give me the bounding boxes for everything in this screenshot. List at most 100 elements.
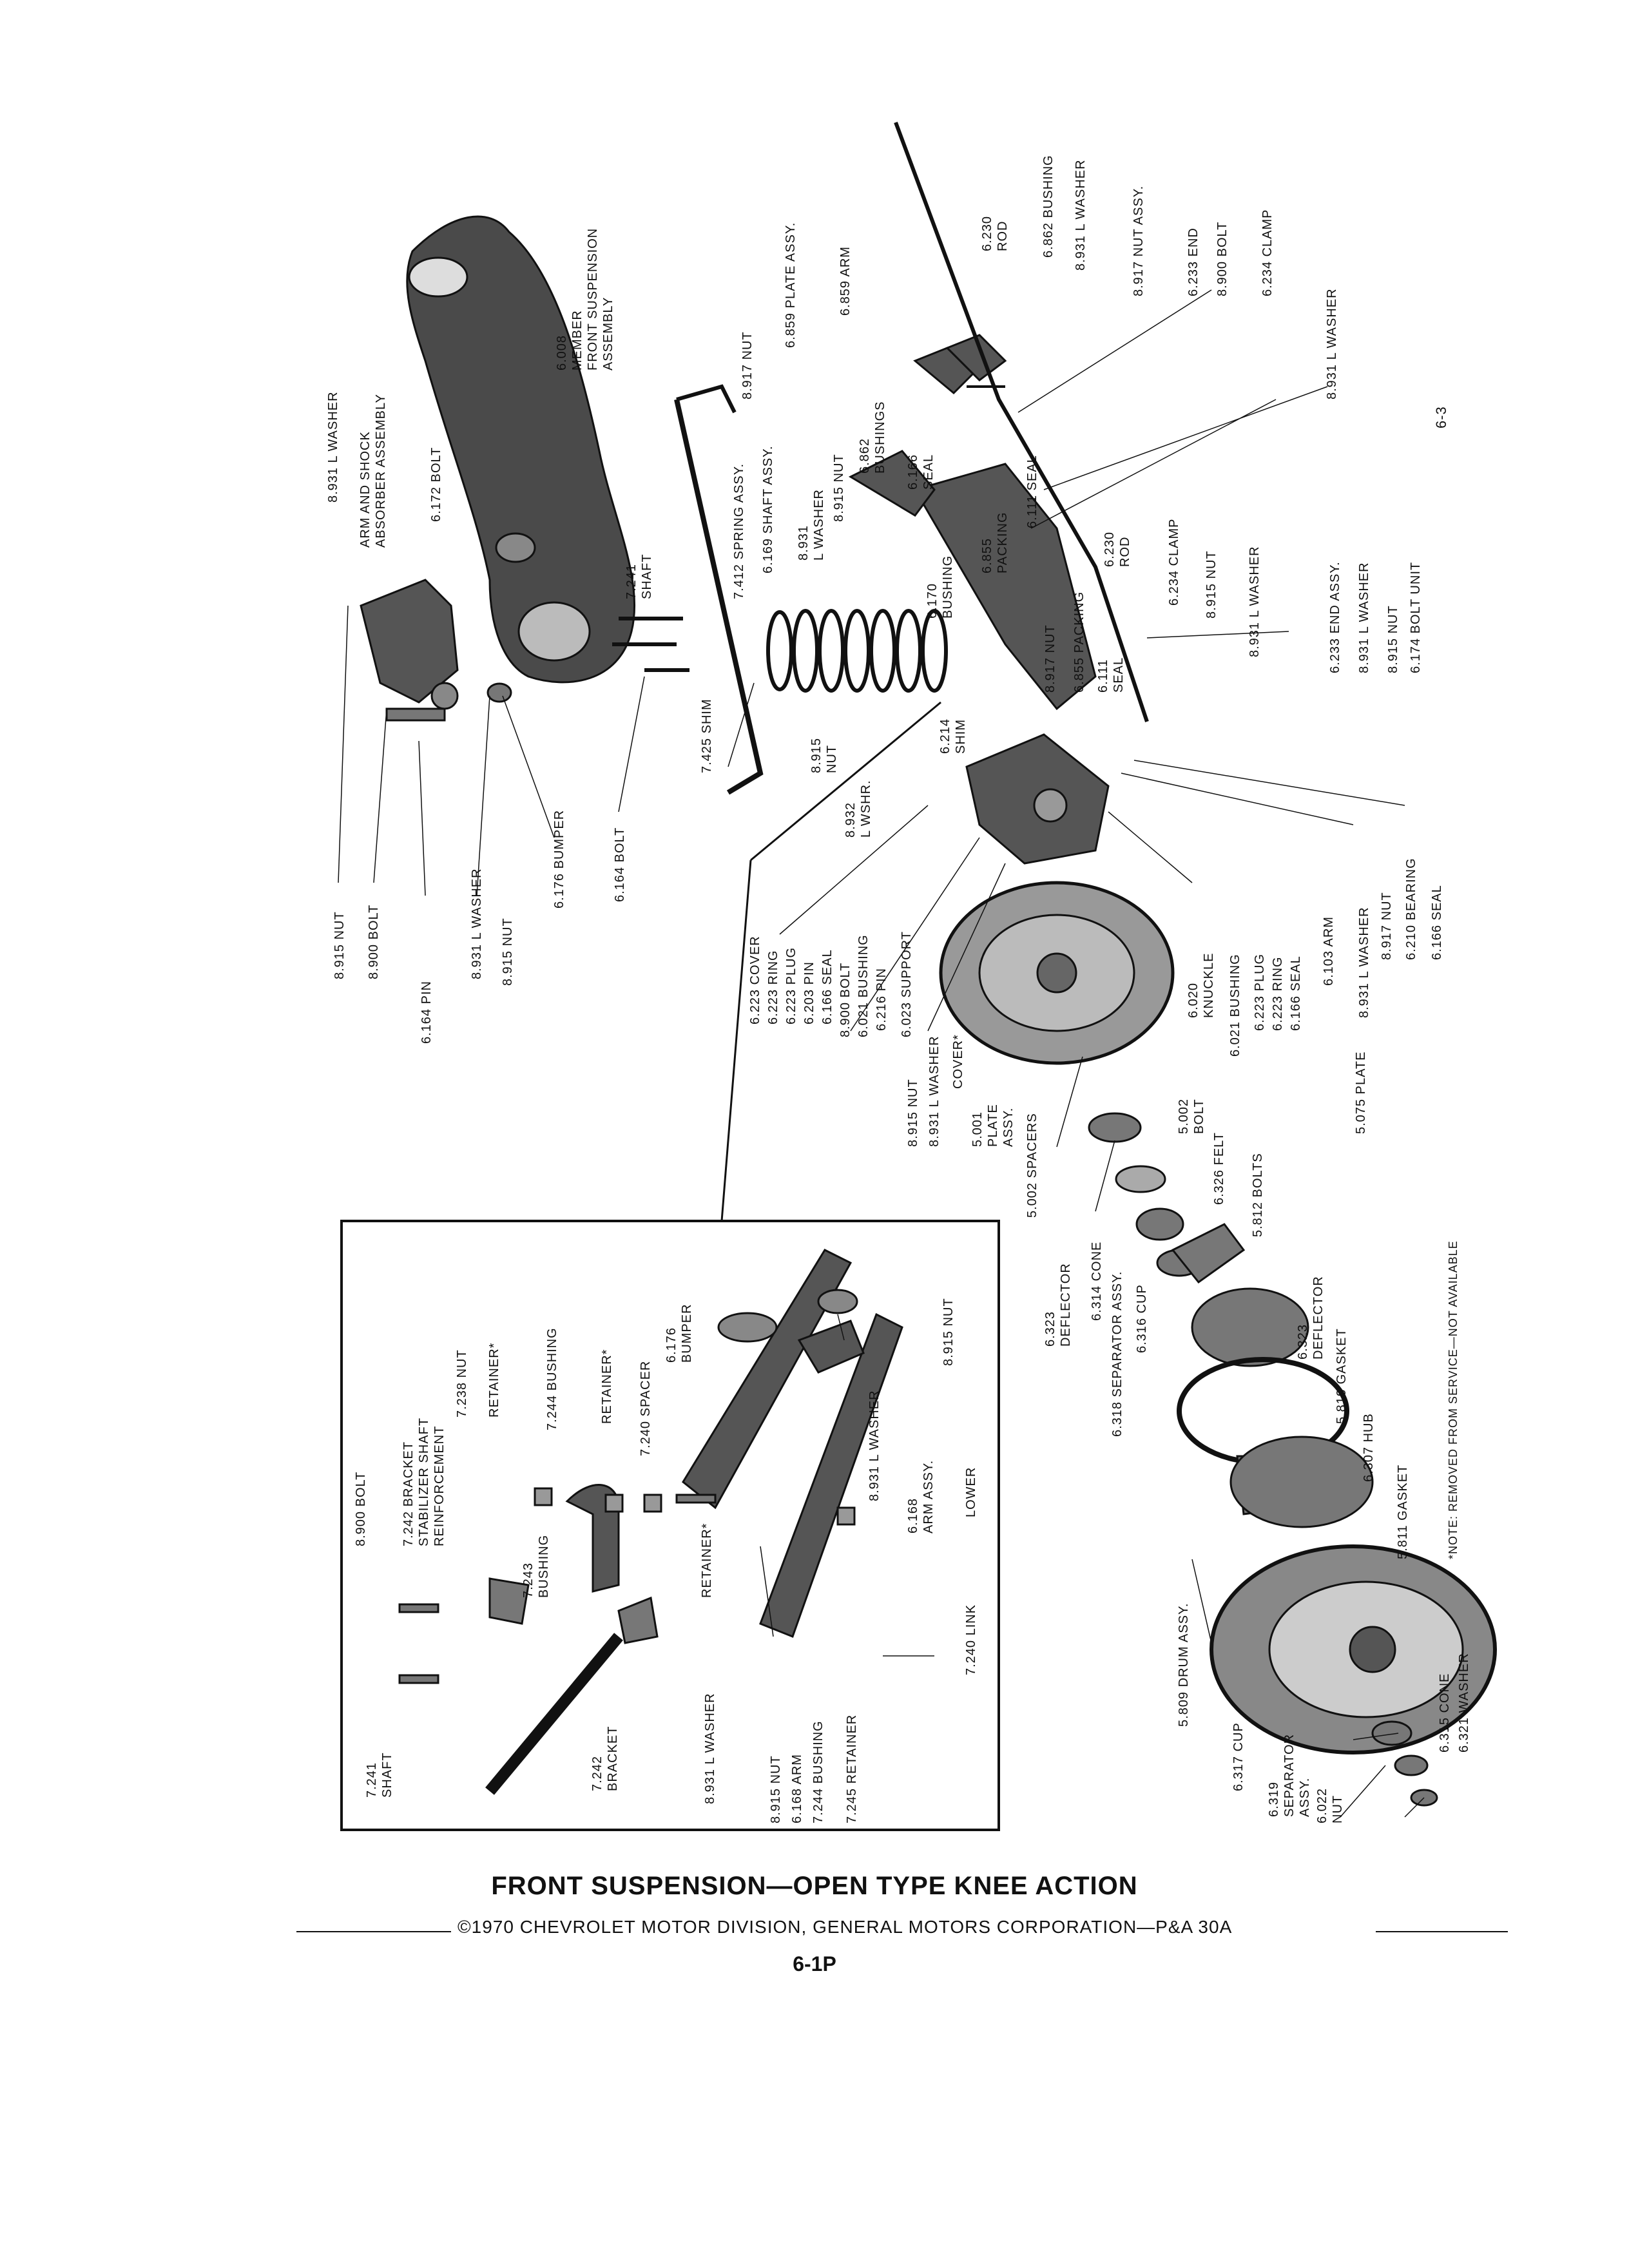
upper-arm-drawing	[848, 334, 1097, 711]
callout-8-900-bolt-a: 8.900 BOLT	[367, 904, 381, 979]
callout-8-917-nut-c: 8.917 NUT	[1380, 892, 1394, 960]
callout-6-223-ring-a: 6.223 RING	[766, 950, 780, 1024]
callout-8-931-l-washer: 8.931 L WASHER	[326, 391, 340, 503]
callout-8-915-nut-b: 8.915 NUT	[501, 918, 515, 986]
tie-rod-drawing	[894, 121, 1149, 722]
callout-8-931-l-washer-f: 8.931 L WASHER	[1248, 546, 1262, 657]
inset-callout-7-243-bushing: 7.243 BUSHING	[521, 1534, 551, 1598]
backing-plate-drawing	[939, 881, 1175, 1065]
callout-6-223-ring-b: 6.223 RING	[1271, 956, 1285, 1031]
callout-8-915-nut-e: 8.915 NUT	[1386, 605, 1400, 673]
inset-callout-retainer-a: RETAINER*	[487, 1342, 501, 1418]
callout-5-001-plate-assy: 5.001 PLATE ASSY.	[970, 1104, 1016, 1147]
callout-8-917-nut-b: 8.917 NUT	[1043, 624, 1057, 693]
callout-5-075-plate: 5.075 PLATE	[1354, 1051, 1368, 1134]
callout-7-241-shaft: 7.241 SHAFT	[624, 553, 654, 599]
callout-8-915-nut-a: 8.915 NUT	[333, 911, 347, 979]
callout-8-915-nut-f: 8.915 NUT	[809, 737, 839, 773]
callout-8-915-nut-d: 8.915 NUT	[1204, 550, 1219, 619]
inset-callout-8-931-l-washer: 8.931 L WASHER	[867, 1390, 882, 1501]
inset-callout-retainer-c: RETAINER*	[700, 1523, 714, 1598]
inset-bolts-drawing	[398, 1494, 717, 1684]
inset-callout-7-245-retainer: 7.245 RETAINER	[845, 1714, 859, 1823]
callout-6-111-seal-a: 6.111 SEAL	[1025, 455, 1039, 528]
callout-6-234-clamp-b: 6.234 CLAMP	[1167, 518, 1181, 606]
callout-8-931-l-washer-d: 8.931 L WASHER	[1074, 159, 1088, 271]
inset-callout-6-168-arm-assy: 6.168 ARM ASSY.	[906, 1459, 936, 1533]
inset-callout-8-915-nut: 8.915 NUT	[941, 1298, 956, 1366]
outer-bearing-drawing	[1371, 1720, 1438, 1807]
callout-8-931-l-washer-g: 8.931 L WASHER	[1357, 562, 1371, 673]
inset-callout-8-931-l-washer-b: 8.931 L WASHER	[703, 1693, 717, 1804]
inset-callout-7-241-shaft: 7.241 SHAFT	[365, 1752, 394, 1798]
callout-6-321-washer: 6.321 WASHER	[1457, 1653, 1471, 1753]
inset-callout-7-242-bracket: 7.242 BRACKET	[590, 1725, 620, 1791]
coil-spring-drawing	[766, 609, 948, 693]
stabilizer-shaft-drawing	[674, 399, 764, 795]
callout-6-169-shaft-assy: 6.169 SHAFT ASSY.	[761, 445, 775, 573]
inset-connector-line-2	[750, 701, 941, 861]
inset-callout-8-915-nut-b: 8.915 NUT	[769, 1755, 783, 1823]
callout-6-233-end-a: 6.233 END	[1186, 227, 1200, 296]
inset-callout-7-242-bracket-reinforcement: 7.242 BRACKET STABILIZER SHAFT REINFORCE…	[401, 1417, 447, 1546]
corner-page-number: 6-3	[1433, 406, 1449, 428]
callout-6-021-bushing-b: 6.021 BUSHING	[1228, 954, 1242, 1057]
inset-callout-7-238-nut: 7.238 NUT	[455, 1349, 469, 1418]
inset-callout-6-168-arm: 6.168 ARM	[790, 1754, 804, 1823]
callout-6-223-plug-b: 6.223 PLUG	[1253, 953, 1267, 1031]
callout-8-931-l-washer-e: 8.931 L WASHER	[1325, 288, 1339, 399]
callout-6-223-plug-a: 6.223 PLUG	[784, 947, 798, 1024]
callout-8-931-l-washer-h: 8.931 L WASHER	[927, 1035, 941, 1147]
callout-8-917-nut-a: 8.917 NUT	[740, 331, 755, 399]
callout-8-917-nut-assy: 8.917 NUT ASSY.	[1132, 185, 1146, 296]
right-rule	[1376, 1931, 1508, 1932]
callout-5-812-bolts: 5.812 BOLTS	[1251, 1153, 1265, 1237]
callout-5-819-gasket: 5.819 GASKET	[1335, 1328, 1349, 1424]
callout-6-233-end-assy: 6.233 END ASSY.	[1328, 561, 1342, 673]
callout-6-111-seal-b: 6.111 SEAL	[1096, 657, 1126, 693]
callout-6-166-seal-c: 6.166 SEAL	[1289, 956, 1303, 1031]
copyright-text: ©1970 CHEVROLET MOTOR DIVISION, GENERAL …	[458, 1917, 1233, 1937]
callout-6-214-shim: 6.214 SHIM	[938, 718, 968, 754]
callout-6-166-seal-b: 6.166 SEAL	[820, 949, 834, 1024]
callout-6-022-nut: 6.022 NUT	[1315, 1787, 1345, 1823]
callout-6-855-packing-a: 6.855 PACKING	[980, 512, 1010, 573]
inset-bracket-drawing	[488, 1577, 659, 1644]
callout-8-900-bolt-c: 8.900 BOLT	[838, 962, 853, 1037]
inset-bushings-drawing	[534, 1487, 856, 1526]
callout-6-319-separator-assy: 6.319 SEPARATOR ASSY.	[1267, 1733, 1312, 1817]
callout-6-862-bushing: 6.862 BUSHING	[1041, 155, 1055, 258]
callout-6-164-pin: 6.164 PIN	[419, 981, 434, 1044]
callout-6-166-seal-d: 6.166 SEAL	[1430, 885, 1444, 960]
callout-6-323-deflector-a: 6.323 DEFLECTOR	[1043, 1263, 1073, 1347]
callout-6-318-separator-assy: 6.318 SEPARATOR ASSY.	[1110, 1271, 1124, 1437]
callout-6-023-support: 6.023 SUPPORT	[900, 931, 914, 1037]
callout-6-862-bushings: 6.862 BUSHINGS	[858, 401, 887, 474]
hub-drawing	[1177, 1287, 1374, 1528]
callout-6-174-bolt-unit: 6.174 BOLT UNIT	[1409, 561, 1423, 673]
bearing-stack-drawing	[1088, 1112, 1246, 1284]
left-rule	[296, 1931, 451, 1932]
inset-callout-7-244-bushing: 7.244 BUSHING	[545, 1327, 559, 1430]
callout-5-809-drum-assy: 5.809 DRUM ASSY.	[1177, 1602, 1191, 1727]
callout-6-316-cup: 6.316 CUP	[1135, 1284, 1149, 1353]
inset-callout-8-900-bolt: 8.900 BOLT	[354, 1471, 368, 1546]
callout-cover: COVER*	[951, 1034, 965, 1089]
inset-callout-7-240-link: 7.240 LINK	[964, 1604, 978, 1675]
callout-6-314-cone: 6.314 CONE	[1090, 1241, 1104, 1321]
callout-6-315-cone: 6.315 CONE	[1438, 1673, 1452, 1753]
callout-6-203-pin: 6.203 PIN	[802, 961, 816, 1024]
inset-connector-line	[720, 860, 752, 1222]
callout-6-103-arm: 6.103 ARM	[1322, 916, 1336, 986]
callout-6-021-bushing-a: 6.021 BUSHING	[856, 934, 871, 1037]
leader-lines	[338, 289, 1425, 1818]
callout-6-020-knuckle: 6.020 KNUCKLE	[1186, 952, 1216, 1018]
copyright-row: ©1970 CHEVROLET MOTOR DIVISION, GENERAL …	[296, 1917, 1508, 1943]
callout-7-425-shim: 7.425 SHIM	[700, 698, 714, 773]
bumper-and-bolts-drawing	[487, 617, 689, 703]
callout-6-176-bumper: 6.176 BUMPER	[552, 809, 566, 908]
front-suspension-member-drawing	[406, 215, 636, 684]
callout-5-002-bolt: 5.002 BOLT	[1177, 1098, 1206, 1134]
callout-8-900-bolt-b: 8.900 BOLT	[1215, 221, 1229, 296]
